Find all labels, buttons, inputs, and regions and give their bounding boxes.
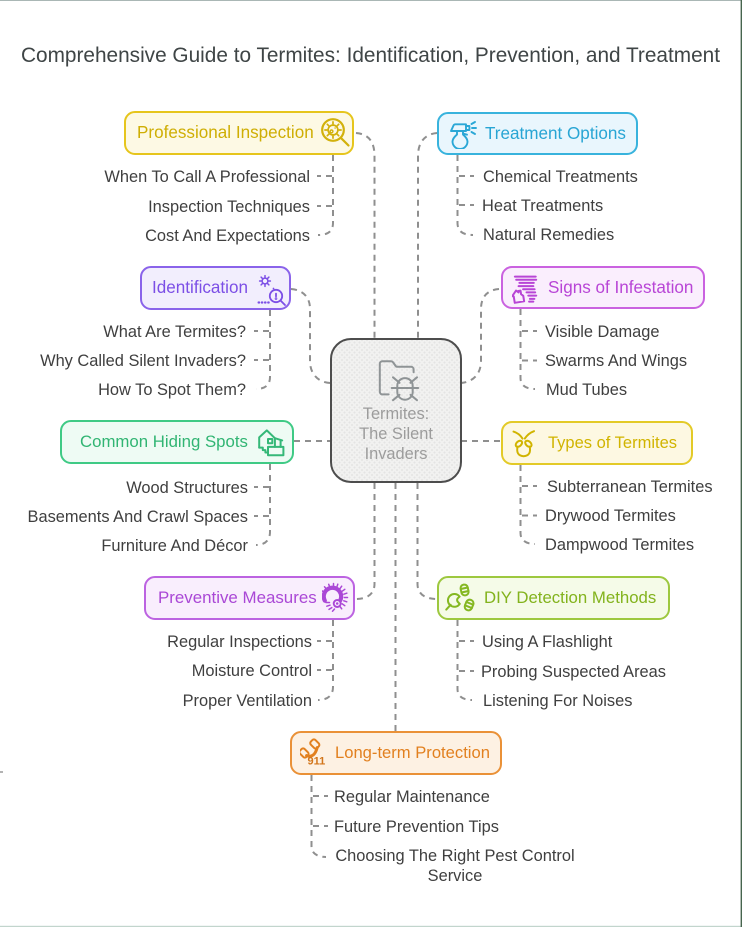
svg-text:911: 911 (308, 756, 326, 768)
